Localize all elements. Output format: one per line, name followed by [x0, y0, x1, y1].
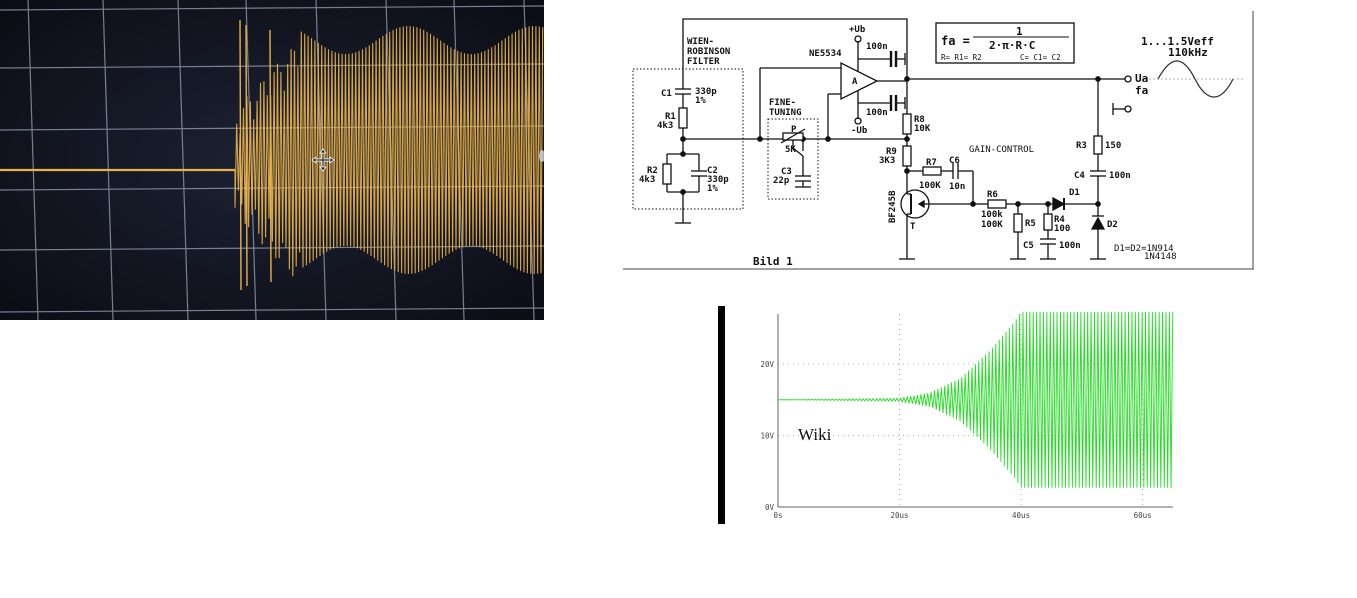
formula-denominator: 2·π·R·C: [989, 39, 1035, 52]
label-cap-bottom: 100n: [866, 108, 888, 118]
fine-tuning-line-1: FINE-: [769, 98, 796, 108]
filter-title-line-1: WIEN-: [687, 37, 714, 47]
label-diode-note-1: D1=D2=1N914: [1114, 244, 1174, 254]
label-c4-value: 100n: [1109, 171, 1131, 181]
label-plus-ub: +Ub: [849, 25, 866, 35]
label-c5-value: 100n: [1059, 241, 1081, 251]
label-t: T: [910, 222, 916, 232]
y-tick-label: 10V: [760, 432, 774, 441]
trace-spike: [245, 24, 248, 287]
oscillator-schematic: WIEN- ROBINSON FILTER C1 330p 1% R1 4k3 …: [623, 11, 1255, 271]
label-r4: R4: [1054, 215, 1065, 225]
label-cap-top: 100n: [866, 42, 888, 52]
label-r8-value: 10K: [914, 124, 931, 134]
label-c3-value: 22p: [773, 176, 790, 186]
schematic-labels: WIEN- ROBINSON FILTER C1 330p 1% R1 4k3 …: [639, 25, 1214, 268]
label-fa: fa: [1135, 84, 1148, 97]
label-gain-control: GAIN-CONTROL: [969, 145, 1034, 155]
label-r9: R9: [886, 147, 897, 157]
label-d1: D1: [1069, 188, 1080, 198]
label-r3-value: 150: [1105, 141, 1121, 151]
grid-line-horizontal: [0, 63, 544, 69]
formula-numerator: 1: [1016, 25, 1023, 38]
label-opamp: NE5534: [809, 49, 842, 59]
simulation-plot: 0s 20us 40us 60us 0V 10V 20V Wiki: [718, 306, 1174, 524]
grid-line-vertical: [27, 0, 39, 320]
oscilloscope-screenshot: [0, 0, 544, 320]
label-c3: C3: [781, 167, 792, 177]
x-tick-label: 20us: [891, 511, 909, 520]
chart-axes: [777, 314, 1173, 508]
label-c1-tolerance: 1%: [695, 96, 706, 106]
label-c2-value: 330p: [707, 175, 729, 185]
label-r1-value: 4k3: [657, 121, 673, 131]
simulation-chart: 0s 20us 40us 60us 0V 10V 20V Wiki: [718, 306, 1178, 524]
label-r6: R6: [987, 190, 998, 200]
label-diode-note-2: 1N4148: [1144, 252, 1177, 262]
grid-line-horizontal: [0, 307, 544, 313]
oscilloscope-trace: [0, 19, 544, 291]
formula-lhs: fa =: [941, 34, 970, 48]
label-fet: BF245B: [888, 190, 898, 223]
label-r2: R2: [647, 166, 658, 176]
label-c6: C6: [949, 156, 960, 166]
label-r5: R5: [1025, 219, 1036, 229]
oscilloscope-display: [0, 0, 544, 320]
label-c6-value: 10n: [949, 182, 965, 192]
filter-title-line-3: FILTER: [687, 57, 720, 67]
grid-line-vertical: [177, 0, 189, 320]
chart-left-border: [718, 306, 725, 524]
label-c1: C1: [661, 89, 672, 99]
x-tick-label: 0s: [773, 511, 782, 520]
grid-line-vertical: [102, 0, 114, 320]
label-r1: R1: [665, 112, 676, 122]
move-cursor-icon: [311, 148, 335, 172]
label-r7: R7: [926, 158, 937, 168]
label-c4: C4: [1074, 171, 1085, 181]
label-c5: C5: [1023, 241, 1034, 251]
y-tick-label: 0V: [765, 503, 775, 512]
output-frequency: 110kHz: [1168, 46, 1208, 59]
label-r6-value: 100k: [981, 210, 1003, 220]
filter-title-line-2: ROBINSON: [687, 47, 730, 57]
label-ua: Ua: [1135, 72, 1148, 85]
formula-condition-r: R= R1= R2: [941, 53, 982, 62]
label-r7-value: 100K: [919, 181, 941, 191]
label-r9-value: 3K3: [879, 156, 895, 166]
figure-caption: Bild 1: [753, 255, 793, 268]
label-r2-value: 4k3: [639, 175, 655, 185]
output-level: 1...1.5Veff: [1141, 35, 1214, 48]
grid-line-horizontal: [0, 245, 544, 251]
label-c2-tolerance: 1%: [707, 184, 718, 194]
label-c2: C2: [707, 166, 718, 176]
label-minus-ub: -Ub: [851, 126, 868, 136]
label-d2: D2: [1107, 220, 1118, 230]
label-r8: R8: [914, 115, 925, 125]
label-r5-value: 100K: [981, 220, 1003, 230]
x-tick-label: 40us: [1012, 511, 1030, 520]
trace-spike: [239, 19, 242, 291]
fine-tuning-line-2: TUNING: [769, 108, 802, 118]
label-r4-value: 100: [1054, 224, 1070, 234]
x-tick-label: 60us: [1134, 511, 1152, 520]
label-r3: R3: [1076, 141, 1087, 151]
series-line: [777, 311, 1174, 488]
schematic-drawing: WIEN- ROBINSON FILTER C1 330p 1% R1 4k3 …: [623, 11, 1254, 270]
chart-tick-labels: 0s 20us 40us 60us 0V 10V 20V: [760, 360, 1151, 520]
label-opamp-a: A: [852, 77, 858, 87]
trace-oscillation: [234, 25, 544, 277]
chart-series: [777, 311, 1174, 488]
trace-spike: [269, 29, 272, 283]
formula-condition-c: C= C1= C2: [1020, 53, 1061, 62]
label-p: P: [791, 125, 797, 135]
label-c1-value: 330p: [695, 87, 717, 97]
y-tick-label: 20V: [760, 360, 774, 369]
label-p-value: 5K: [785, 145, 796, 155]
grid-line-horizontal: [0, 5, 544, 11]
wiki-annotation: Wiki: [798, 425, 832, 444]
